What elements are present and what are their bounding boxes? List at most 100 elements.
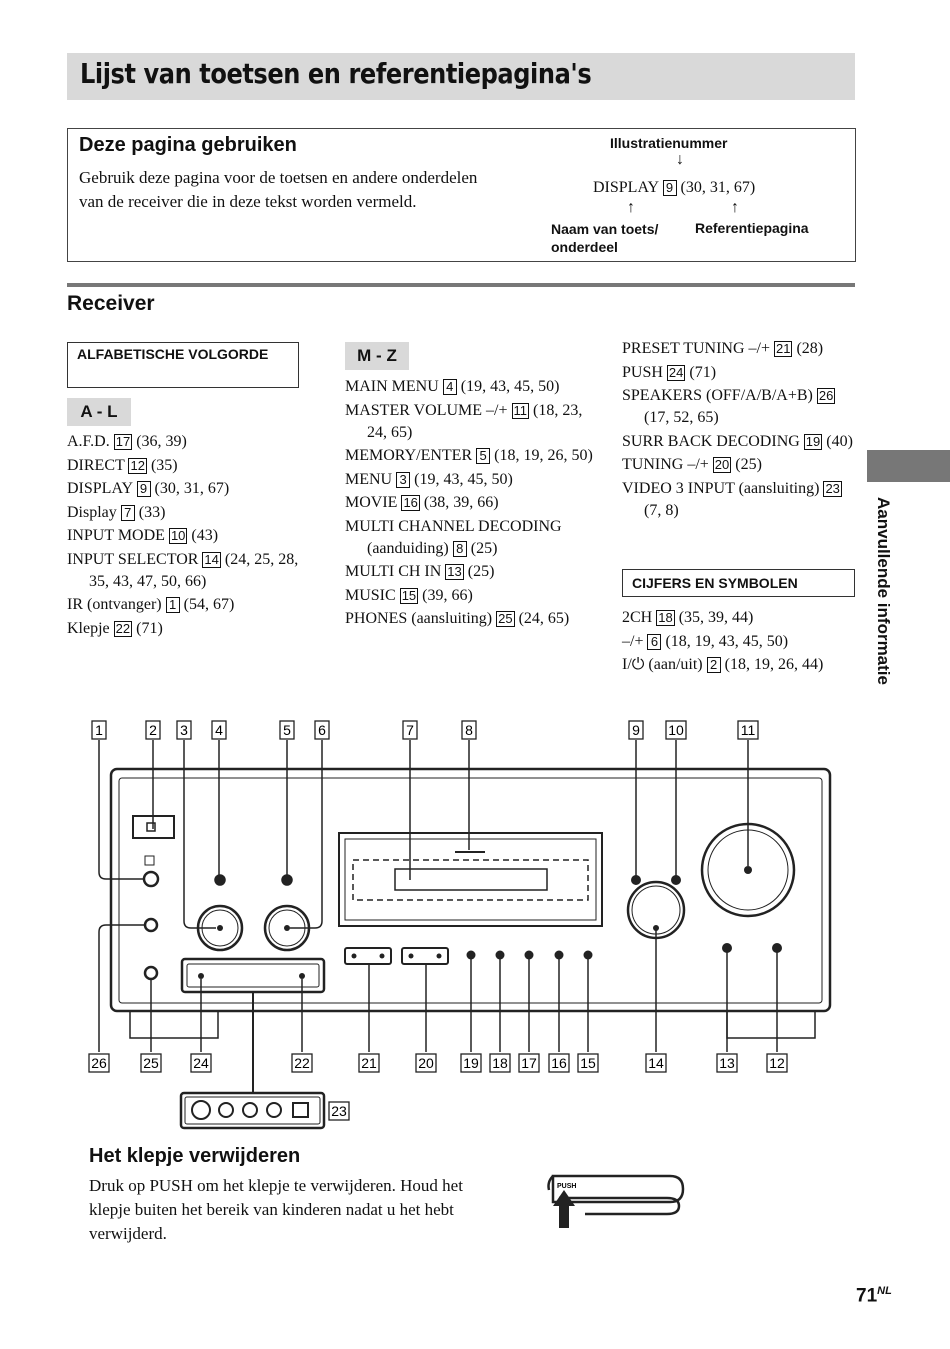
callout-number: 10 [668,722,684,738]
entry-pages: (54, 67) [183,596,235,613]
side-tab-bar [867,450,950,482]
entry-number: 5 [476,448,491,464]
callout-number: 25 [143,1055,159,1071]
list-item: PUSH 24 (71) [622,362,862,384]
callout-number: 24 [193,1055,209,1071]
callout-box [88,1053,110,1073]
callout-box [91,720,107,740]
callout-number: 3 [180,722,188,738]
entry-pages: (25) [735,456,762,473]
example-name: DISPLAY [593,179,659,196]
entry-name: DISPLAY [67,480,133,497]
callout-box [176,720,192,740]
callout-number: 5 [283,722,291,738]
flap-text: Druk op PUSH om het klepje te verwijdere… [89,1176,463,1243]
preset-tuning-button [344,947,392,965]
callout-box [328,1101,350,1121]
page-number-value: 71 [856,1285,878,1307]
list-item: I/⏻ (aan/uit) 2 (18, 19, 26, 44) [622,654,862,676]
entry-pages: (40) [826,432,853,450]
entry-number: 20 [712,457,732,473]
entry-pages: (33) [138,503,166,521]
key-name-label-line2: onderdeel [551,239,618,255]
entry-pages: (43) [191,527,219,544]
list-item: DISPLAY 9 (30, 31, 67) [67,478,317,500]
entry-name: –/+ [622,632,644,650]
entry-number: 4 [442,379,457,395]
alpha-order-label: ALFABETISCHE VOLGORDE [67,342,299,388]
callout-box [140,1053,162,1073]
entry-number: 16 [401,495,420,511]
callout-box [665,720,687,740]
entry-name: MOVIE [345,494,398,511]
col3-list: PRESET TUNING –/+ 21 (28)PUSH 24 (71)SPE… [622,338,862,523]
entry-pages: (18, 23, 24, 65) [367,401,583,441]
entry-number: 13 [445,564,464,580]
entry-name: PUSH [622,363,663,381]
callout-box [518,1053,540,1073]
callout-number: 16 [551,1055,567,1071]
entry-pages: (35) [150,456,178,474]
callout-box [190,1053,212,1073]
memory-enter-button [281,874,293,886]
list-item: SURR BACK DECODING 19 (40) [622,431,862,453]
page-number: 71NL [856,1285,892,1307]
arrow-up-icon: ↑ [627,199,635,216]
entry-number: 26 [816,388,836,404]
list-item: MAIN MENU 4 (19, 43, 45, 50) [345,376,595,398]
list-item: Display 7 (33) [67,502,317,524]
entry-name: TUNING –/+ [622,456,709,473]
entry-number: 23 [823,480,842,497]
list-item: –/+ 6 (18, 19, 43, 45, 50) [622,631,862,653]
entry-number: 17 [113,434,133,450]
entry-name: IR (ontvanger) [67,596,162,613]
list-item: MENU 3 (19, 43, 45, 50) [345,469,595,491]
entry-pages: (19, 43, 45, 50) [460,378,560,395]
callout-box [716,1053,738,1073]
entry-name: A.F.D. [67,433,110,450]
entry-number: 25 [496,611,515,627]
entry-pages: (7, 8) [644,501,679,519]
col1-list: A.F.D. 17 (36, 39)DIRECT 12 (35)DISPLAY … [67,431,317,641]
entry-number: 7 [120,504,135,521]
callout-number: 15 [580,1055,596,1071]
list-item: 2CH 18 (35, 39, 44) [622,607,862,629]
entry-number: 1 [165,597,180,613]
main-menu-button [214,874,226,886]
entry-number: 12 [128,457,147,474]
phones-jack [143,965,159,981]
entry-pages: (24, 25, 28, 35, 43, 47, 50, 66) [89,550,299,590]
entry-pages: (30, 31, 67) [154,480,230,497]
entry-pages: (18, 19, 26, 50) [494,447,593,464]
entry-name: 2CH [622,609,653,626]
callout-number: 4 [215,722,223,738]
callout-number: 7 [406,722,414,738]
list-item: Klepje 22 (71) [67,618,317,640]
entry-name: MUSIC [345,586,396,604]
left-foot [129,1011,219,1039]
entry-pages: (71) [689,363,717,381]
callout-box [737,720,759,740]
callout-number: 21 [361,1055,377,1071]
callout-box [145,720,161,740]
key-name-label-line1: Naam van toets/ [551,221,659,237]
entry-name: DIRECT [67,456,125,474]
list-item: PHONES (aansluiting) 25 (24, 65) [345,608,595,630]
callout-box [628,720,644,740]
callout-box [415,1053,437,1073]
callout-number: 8 [465,722,473,738]
symbols-label: CIJFERS EN SYMBOLEN [622,569,855,597]
callout-number: 6 [318,722,326,738]
callout-number: 14 [648,1055,664,1071]
callout-number: 20 [418,1055,434,1071]
entry-number: 22 [113,620,133,637]
title-bar: Lijst van toetsen en referentiepagina's [67,53,855,100]
entry-name: SURR BACK DECODING [622,432,800,450]
callout-box [460,1053,482,1073]
callout-box [358,1053,380,1073]
tuning-button [401,947,449,965]
example-num: 9 [662,180,677,196]
entry-name: INPUT SELECTOR [67,550,199,568]
entry-name: Klepje [67,619,110,637]
